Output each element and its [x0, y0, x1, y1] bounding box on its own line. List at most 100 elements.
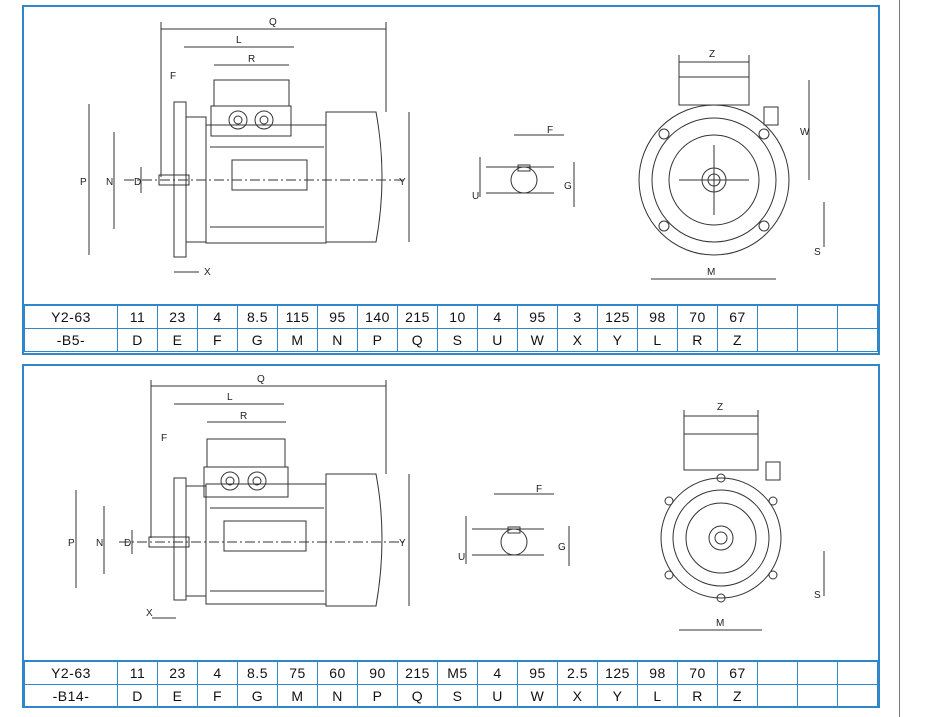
- value-cell: 10: [437, 304, 478, 329]
- value-cell: 125: [597, 660, 638, 685]
- letter-cell: W: [517, 684, 558, 708]
- value-cell: 4: [477, 660, 518, 685]
- value-cell: 98: [637, 304, 678, 329]
- label-f: F: [170, 71, 176, 82]
- label-s: S: [814, 247, 821, 258]
- letter-cell: [837, 328, 878, 352]
- label-f: F: [161, 433, 167, 444]
- label-q: Q: [257, 374, 265, 385]
- letter-cell: Q: [397, 328, 438, 352]
- label-u: U: [472, 191, 479, 202]
- label-z: Z: [717, 402, 723, 413]
- model-name: Y2-63: [24, 304, 118, 329]
- letter-cell: S: [437, 328, 478, 352]
- value-cell: 3: [557, 304, 598, 329]
- label-f2: F: [536, 484, 542, 495]
- letter-cell: D: [117, 684, 158, 708]
- value-cell: [797, 660, 838, 685]
- letter-cell: F: [197, 328, 238, 352]
- letter-cell: X: [557, 328, 598, 352]
- b5-terminal-box: [213, 79, 290, 107]
- table-row: Y2-63 11 23 4 8.5 75 60 90 215 M5 4 95 2…: [24, 660, 878, 685]
- table-row: -B14- D E F G M N P Q S U W X Y L R Z: [24, 684, 878, 708]
- label-z: Z: [709, 49, 715, 60]
- label-q: Q: [269, 17, 277, 28]
- letter-cell: E: [157, 328, 198, 352]
- letter-cell: N: [317, 328, 358, 352]
- label-x: X: [146, 608, 153, 619]
- b5-motor-drawing: Q L R F P N D X Y U G F Z W S M: [80, 17, 825, 280]
- label-p: P: [80, 177, 87, 188]
- letter-cell: U: [477, 328, 518, 352]
- value-cell: 115: [277, 304, 318, 329]
- b14-fan-cover: [325, 473, 383, 607]
- letter-cell: G: [237, 684, 278, 708]
- letter-cell: Z: [717, 328, 758, 352]
- label-m: M: [716, 618, 724, 629]
- letter-cell: D: [117, 328, 158, 352]
- label-y: Y: [399, 177, 406, 188]
- letter-cell: W: [517, 328, 558, 352]
- value-cell: [837, 660, 878, 685]
- label-m: M: [707, 267, 715, 278]
- value-cell: 95: [517, 304, 558, 329]
- value-cell: 140: [357, 304, 398, 329]
- letter-cell: G: [237, 328, 278, 352]
- value-cell: 75: [277, 660, 318, 685]
- letter-cell: [757, 328, 798, 352]
- value-cell: 125: [597, 304, 638, 329]
- b14-panel: Q L R F P N D X Y U G F Z S M Y2-63 11 2…: [22, 364, 880, 708]
- b14-dimension-table: Y2-63 11 23 4 8.5 75 60 90 215 M5 4 95 2…: [24, 660, 878, 708]
- label-r: R: [248, 54, 255, 65]
- letter-cell: Y: [597, 684, 638, 708]
- value-cell: [837, 304, 878, 329]
- label-u: U: [458, 552, 465, 563]
- letter-cell: U: [477, 684, 518, 708]
- page-edge-divider: [883, 0, 931, 717]
- letter-cell: E: [157, 684, 198, 708]
- value-cell: [757, 660, 798, 685]
- model-name: Y2-63: [24, 660, 118, 685]
- value-cell: M5: [437, 660, 478, 685]
- b14-shaft: [148, 536, 190, 548]
- value-cell: 11: [117, 304, 158, 329]
- b5-shaft: [158, 174, 190, 186]
- letter-cell: L: [637, 684, 678, 708]
- b5-dimension-labels: Q L R F P N D X Y U G F Z W S M: [80, 17, 821, 278]
- b14-front-housing: [660, 477, 782, 599]
- label-l: L: [236, 35, 242, 46]
- letter-cell: P: [357, 328, 398, 352]
- b5-panel: Q L R F P N D X Y U G F Z W S M Y2-63 11…: [22, 5, 880, 355]
- b14-terminal-box: [206, 438, 286, 468]
- value-cell: 70: [677, 660, 718, 685]
- letter-cell: [757, 684, 798, 708]
- value-cell: 90: [357, 660, 398, 685]
- b14-flange: [173, 477, 187, 601]
- value-cell: 23: [157, 304, 198, 329]
- label-p: P: [68, 538, 75, 549]
- value-cell: 215: [397, 304, 438, 329]
- model-mount: -B14-: [24, 684, 118, 708]
- model-mount: -B5-: [24, 328, 118, 352]
- label-d: D: [134, 177, 141, 188]
- label-g: G: [564, 181, 572, 192]
- letter-cell: [837, 684, 878, 708]
- value-cell: 2.5: [557, 660, 598, 685]
- value-cell: [797, 304, 838, 329]
- label-x: X: [204, 267, 211, 278]
- value-cell: 8.5: [237, 660, 278, 685]
- label-n: N: [106, 177, 113, 188]
- letter-cell: M: [277, 684, 318, 708]
- letter-cell: N: [317, 684, 358, 708]
- value-cell: 8.5: [237, 304, 278, 329]
- letter-cell: [797, 328, 838, 352]
- table-row: -B5- D E F G M N P Q S U W X Y L R Z: [24, 328, 878, 352]
- value-cell: 23: [157, 660, 198, 685]
- value-cell: 4: [477, 304, 518, 329]
- value-cell: [757, 304, 798, 329]
- value-cell: 11: [117, 660, 158, 685]
- letter-cell: R: [677, 328, 718, 352]
- letter-cell: S: [437, 684, 478, 708]
- b5-dimension-table: Y2-63 11 23 4 8.5 115 95 140 215 10 4 95…: [24, 304, 878, 352]
- value-cell: 95: [517, 660, 558, 685]
